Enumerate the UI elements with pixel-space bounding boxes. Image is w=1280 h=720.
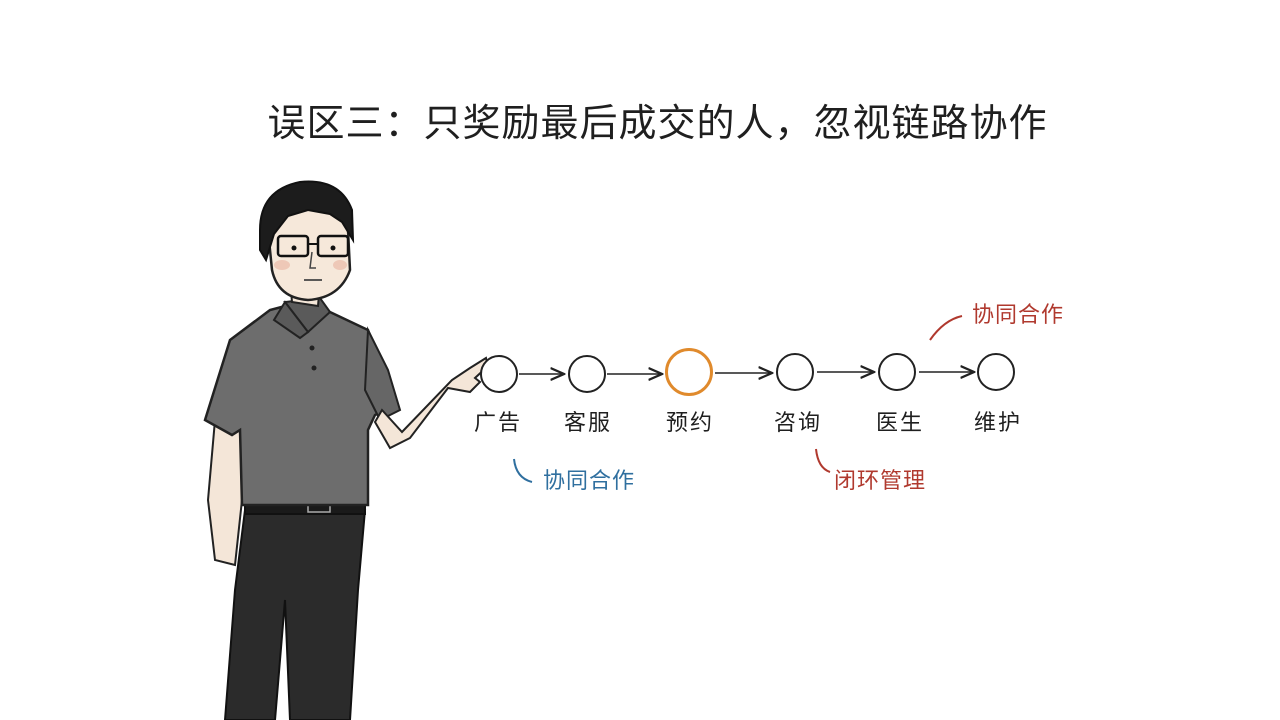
back-note-tick (929, 315, 963, 341)
step-label-service: 客服 (563, 411, 612, 436)
step-node-booking (665, 348, 713, 396)
front-note-tick (513, 458, 533, 483)
note-back-collaboration: 协同合作 (972, 303, 1065, 328)
step-label-ads: 广告 (473, 411, 522, 436)
step-label-maintain: 维护 (973, 411, 1022, 436)
step-node-service (568, 355, 606, 393)
step-node-maintain (977, 353, 1015, 391)
step-node-consult (776, 353, 814, 391)
step-label-consult: 咨询 (773, 411, 822, 436)
step-node-doctor (878, 353, 916, 391)
step-label-doctor: 医生 (875, 411, 924, 436)
note-closed-loop: 闭环管理 (834, 469, 927, 494)
presenter-illustration (190, 170, 520, 720)
presenter-drawing (203, 180, 490, 720)
middle-note-tick (815, 448, 831, 473)
step-node-ads (480, 355, 518, 393)
note-front-collaboration: 协同合作 (543, 469, 636, 494)
step-label-booking: 预约 (665, 411, 714, 436)
slide-title: 误区三：只奖励最后成交的人，忽视链路协作 (267, 101, 1048, 145)
